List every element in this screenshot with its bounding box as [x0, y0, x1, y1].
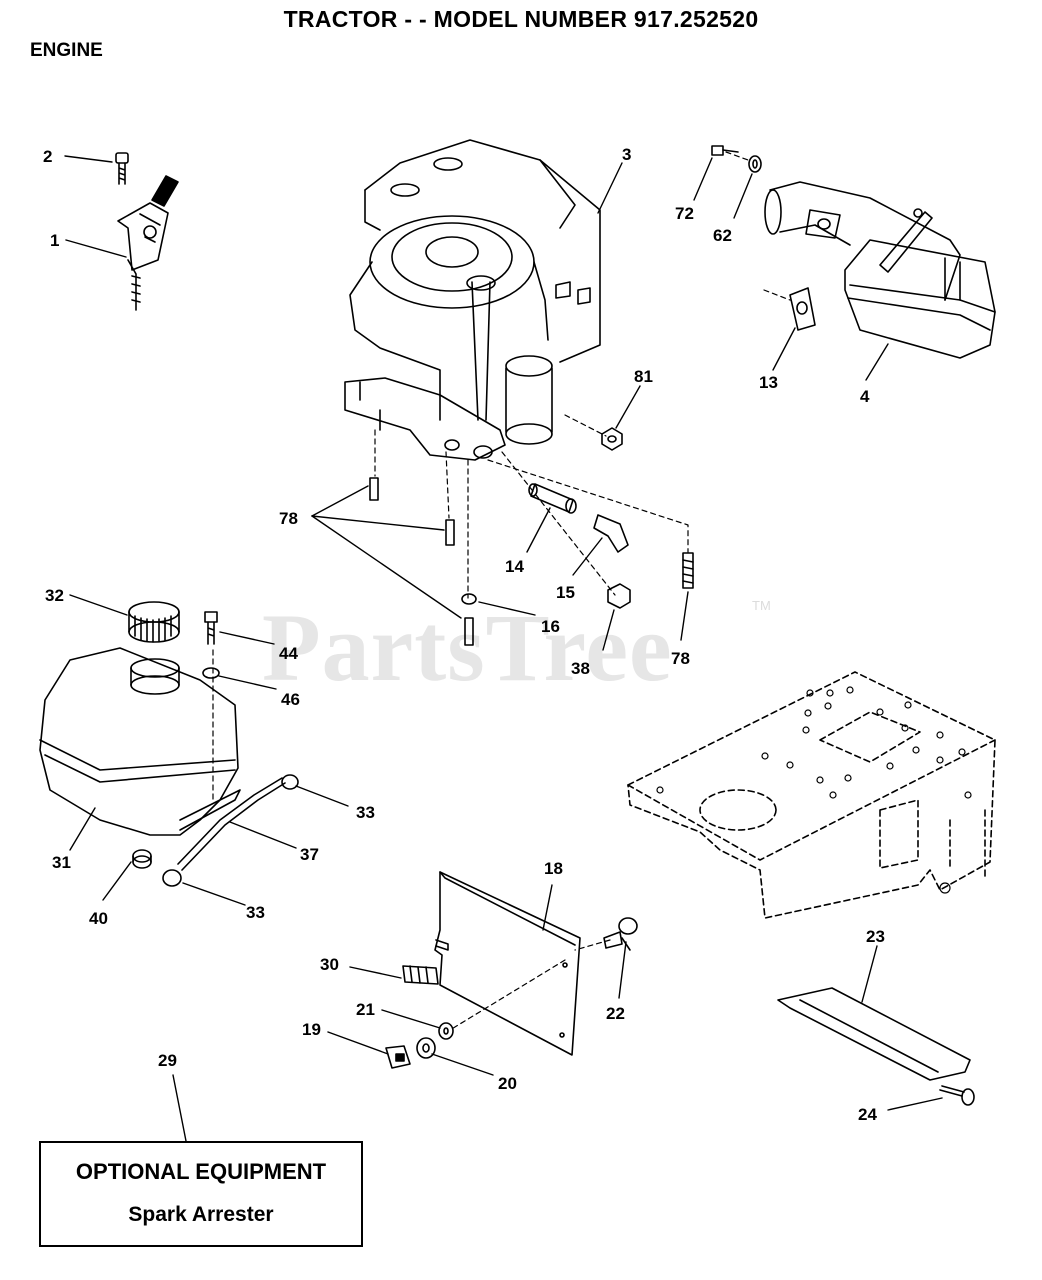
callout-33-lower: 33 — [246, 903, 265, 922]
callout-38: 38 — [571, 659, 590, 678]
callout-23: 23 — [866, 927, 885, 946]
callout-22: 22 — [606, 1004, 625, 1023]
optional-equipment-box: OPTIONAL EQUIPMENT Spark Arrester — [39, 1141, 363, 1247]
part-nut-19 — [385, 1045, 411, 1069]
callout-81: 81 — [634, 367, 653, 386]
callout-44: 44 — [279, 644, 298, 663]
callout-37: 37 — [300, 845, 319, 864]
part-nut-81 — [601, 427, 623, 451]
part-screw-2 — [115, 152, 129, 185]
callout-33-upper: 33 — [356, 803, 375, 822]
part-throttle-control-1 — [117, 175, 179, 311]
callout-30: 30 — [320, 955, 339, 974]
part-fuel-tank-31 — [39, 647, 241, 836]
part-spacer-30 — [402, 965, 439, 985]
part-bushing-40 — [132, 849, 152, 869]
frame-holes — [656, 686, 972, 894]
leader-lines — [64, 155, 943, 1142]
part-engine-3 — [344, 139, 601, 461]
callout-72: 72 — [675, 204, 694, 223]
part-wing-screw-22 — [603, 917, 638, 951]
callout-78-left: 78 — [279, 509, 298, 528]
section-label: ENGINE — [30, 40, 103, 61]
part-washer-16 — [461, 593, 477, 605]
callout-13: 13 — [759, 373, 778, 392]
assembly-lines — [212, 151, 791, 1031]
part-bolt-78 — [369, 477, 694, 646]
callout-15: 15 — [556, 583, 575, 602]
watermark-trademark: TM — [752, 598, 771, 613]
diagram-title: TRACTOR - - MODEL NUMBER 917.252520 — [283, 6, 759, 32]
part-screw-24 — [939, 1085, 975, 1106]
part-bracket-18 — [434, 871, 581, 1056]
callout-14: 14 — [505, 557, 524, 576]
part-frame — [627, 671, 996, 919]
part-clamp-33 — [162, 774, 299, 887]
part-plate-23 — [777, 987, 971, 1081]
callout-21: 21 — [356, 1000, 375, 1019]
part-muffler-4 — [764, 181, 996, 359]
callout-labels: 1 2 3 4 13 14 15 16 18 19 20 21 22 23 24… — [43, 145, 885, 1124]
part-gasket-13 — [789, 287, 816, 331]
callout-78-right: 78 — [671, 649, 690, 668]
part-screw-44 — [204, 611, 218, 645]
callout-1: 1 — [50, 231, 59, 250]
callout-3: 3 — [622, 145, 631, 164]
part-washer-21 — [438, 1022, 454, 1040]
callout-62: 62 — [713, 226, 732, 245]
callout-16: 16 — [541, 617, 560, 636]
callout-32: 32 — [45, 586, 64, 605]
part-fitting-14 — [528, 483, 577, 514]
callout-31: 31 — [52, 853, 71, 872]
part-washer-46 — [202, 667, 220, 679]
part-fuel-line-37 — [177, 777, 286, 871]
optional-equipment-heading: OPTIONAL EQUIPMENT — [75, 1159, 327, 1184]
part-washer-62 — [748, 155, 762, 173]
watermark: PartsTree — [262, 594, 673, 701]
callout-2: 2 — [43, 147, 52, 166]
callout-19: 19 — [302, 1020, 321, 1039]
part-bolt-72 — [711, 145, 739, 156]
callout-18: 18 — [544, 859, 563, 878]
callout-20: 20 — [498, 1074, 517, 1093]
callout-46: 46 — [281, 690, 300, 709]
callout-40: 40 — [89, 909, 108, 928]
part-nut-38 — [607, 583, 631, 609]
callout-29: 29 — [158, 1051, 177, 1070]
part-elbow-15 — [593, 514, 629, 553]
part-washer-20 — [416, 1037, 436, 1059]
optional-equipment-item: Spark Arrester — [128, 1203, 274, 1226]
part-fuel-cap-32 — [128, 601, 180, 643]
callout-24: 24 — [858, 1105, 877, 1124]
callout-4: 4 — [860, 387, 870, 406]
